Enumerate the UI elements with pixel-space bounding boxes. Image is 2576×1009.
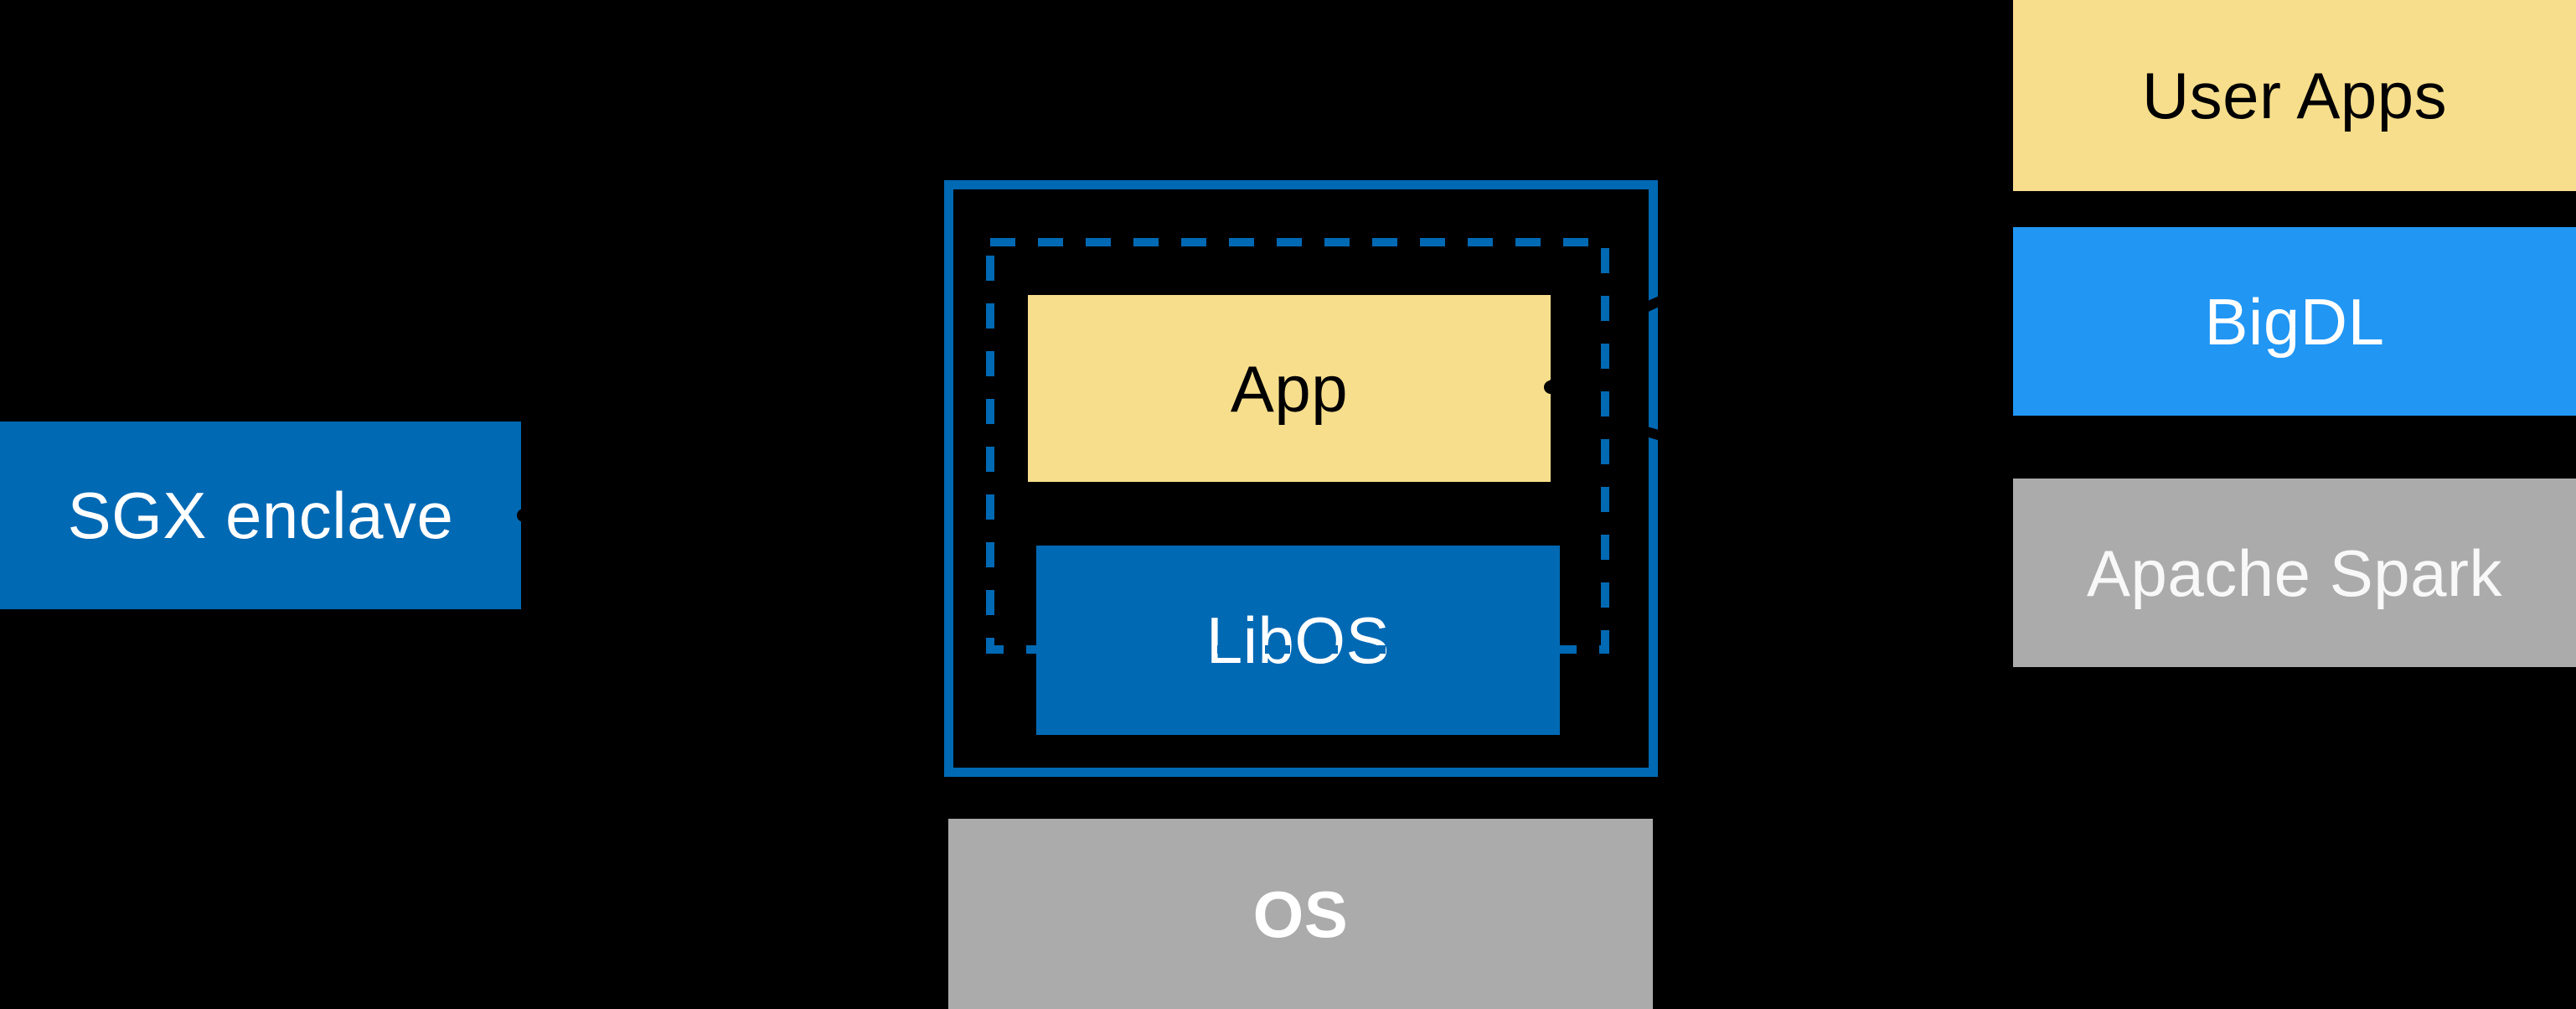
bigdl-label: BigDL — [2204, 284, 2385, 359]
user-apps-label: User Apps — [2141, 59, 2448, 132]
connector-sgx-label — [517, 504, 940, 527]
sgx-enclave-label-box: SGX enclave — [0, 422, 521, 609]
sgx-enclave-label: SGX enclave — [67, 479, 454, 552]
connector-lower-curve — [1617, 418, 1999, 520]
app-label: App — [1230, 351, 1349, 426]
os-box: OS — [948, 819, 1653, 1009]
connector-app-to-stack — [1544, 262, 2010, 394]
connector-lower-arrowhead-icon — [1984, 506, 2010, 527]
connector-app-curve — [1546, 262, 2000, 391]
libos-label: LibOS — [1205, 603, 1391, 677]
stack-user-apps-box: User Apps — [2013, 0, 2576, 191]
stack-bigdl-box: BigDL — [2013, 227, 2576, 416]
connector-enclave-to-stack — [1617, 418, 2010, 527]
stack-apache-spark-box: Apache Spark — [2013, 479, 2576, 667]
connector-sgx-arrowhead-icon — [918, 504, 940, 527]
libos-box: LibOS — [1036, 546, 1560, 735]
connector-app-arrowhead-icon — [1984, 284, 2010, 305]
apache-spark-label: Apache Spark — [2087, 536, 2502, 610]
app-box: App — [1028, 295, 1551, 482]
os-label: OS — [1252, 877, 1349, 951]
